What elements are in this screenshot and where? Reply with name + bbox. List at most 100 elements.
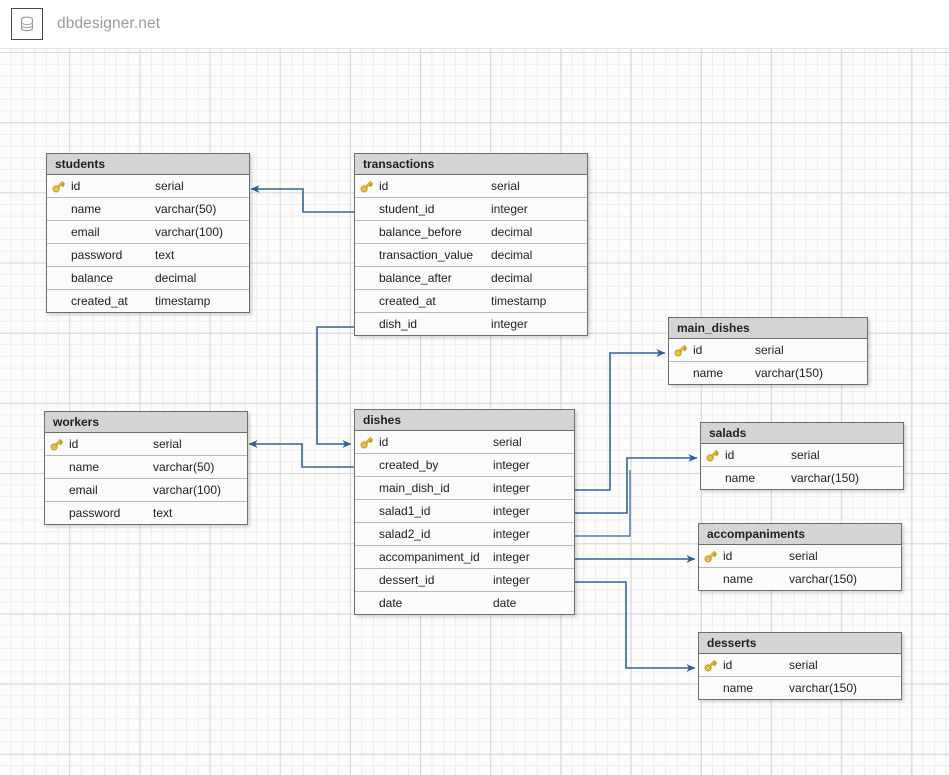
top-bar: dbdesigner.net [0,0,949,49]
column-row[interactable]: main_dish_id integer [355,477,574,500]
primary-key-icon [669,339,691,361]
column-type: varchar(100) [153,483,222,497]
column-row[interactable]: id serial [355,431,574,454]
column-row[interactable]: id serial [47,175,249,198]
database-icon[interactable] [11,8,43,40]
table-title-desserts: desserts [699,633,901,654]
column-type: serial [791,448,820,462]
column-indent-spacer [355,313,377,335]
column-name: id [71,179,81,193]
table-title-transactions: transactions [355,154,587,175]
column-indent-spacer [47,221,69,243]
primary-key-icon [45,433,67,455]
column-row[interactable]: transaction_value decimal [355,244,587,267]
column-type: integer [493,481,530,495]
column-name: password [69,506,121,520]
column-row[interactable]: email varchar(100) [47,221,249,244]
column-indent-spacer [355,244,377,266]
column-type: integer [491,202,528,216]
primary-key-icon [355,431,377,453]
column-row[interactable]: password text [47,244,249,267]
column-name: created_at [379,294,436,308]
column-indent-spacer [45,502,67,524]
column-type: varchar(150) [789,572,858,586]
column-indent-spacer [355,454,377,476]
table-title-salads: salads [701,423,903,444]
column-type: integer [493,527,530,541]
column-name: id [379,435,389,449]
column-type: varchar(100) [155,225,224,239]
column-indent-spacer [701,467,723,489]
column-type: decimal [491,225,533,239]
column-indent-spacer [47,244,69,266]
column-indent-spacer [47,198,69,220]
column-type: decimal [155,271,197,285]
column-indent-spacer [355,221,377,243]
table-title-dishes: dishes [355,410,574,431]
column-type: serial [493,435,522,449]
column-indent-spacer [45,479,67,501]
column-name: date [379,596,403,610]
column-name: name [71,202,102,216]
column-type: varchar(150) [755,366,824,380]
column-type: varchar(150) [789,681,858,695]
column-indent-spacer [355,592,377,614]
column-row[interactable]: date date [355,592,574,614]
column-name: balance_after [379,271,452,285]
primary-key-icon [699,654,721,676]
column-type: serial [789,658,818,672]
primary-key-icon [699,545,721,567]
column-name: id [379,179,389,193]
column-name: id [723,658,733,672]
column-type: integer [493,573,530,587]
column-name: name [693,366,724,380]
column-name: transaction_value [379,248,474,262]
column-name: password [71,248,123,262]
column-type: text [155,248,175,262]
column-type: date [493,596,517,610]
column-row[interactable]: id serial [699,654,901,677]
column-row[interactable]: name varchar(150) [669,362,867,384]
column-type: serial [153,437,182,451]
column-type: timestamp [155,294,211,308]
column-type: decimal [491,248,533,262]
column-type: serial [155,179,184,193]
column-name: main_dish_id [379,481,450,495]
column-name: email [71,225,100,239]
primary-key-icon [47,175,69,197]
column-type: integer [493,458,530,472]
column-indent-spacer [355,267,377,289]
